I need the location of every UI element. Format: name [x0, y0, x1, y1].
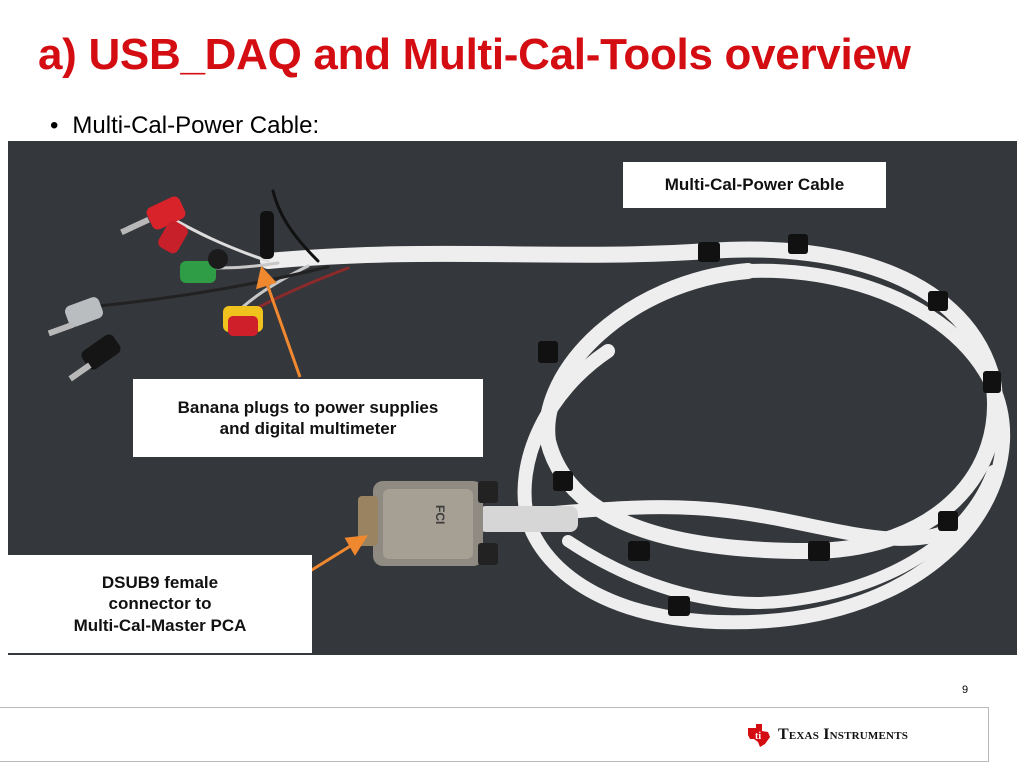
tape-band: [788, 234, 808, 254]
callout-cable-text: Multi-Cal-Power Cable: [664, 175, 845, 195]
cable-illustration: FCI: [47, 189, 1011, 630]
arrow-banana: [264, 280, 302, 378]
bullet-text: Multi-Cal-Power Cable:: [72, 112, 320, 139]
callout-dsub-line3: Multi-Cal-Master PCA: [73, 615, 247, 635]
texas-state-icon: ti: [748, 724, 770, 747]
callout-banana-line1: Banana plugs to power supplies: [177, 397, 439, 417]
banana-plug-grey: [47, 297, 103, 337]
callout-banana-line2: and digital multimeter: [219, 419, 397, 438]
ti-wordmark: Texas Instruments: [778, 726, 909, 743]
banana-plug-red-1: [120, 196, 186, 236]
callout-dsub-line2: connector to: [108, 594, 212, 614]
banana-plug-green: [180, 249, 228, 283]
callout-dsub-connector: DSUB9 female connector to Multi-Cal-Mast…: [8, 555, 312, 653]
arrow-dsub-head: [344, 535, 368, 556]
tape-band: [628, 541, 650, 561]
tape-band: [553, 471, 573, 491]
tape-band: [938, 511, 958, 531]
banana-plug-red-2: [158, 220, 188, 254]
arrow-banana-head: [255, 265, 277, 290]
slide-number: 9: [962, 684, 969, 696]
banana-plug-black-top: [260, 211, 274, 259]
tape-band: [668, 596, 690, 616]
dsub9-connector: [358, 481, 578, 566]
bullet-dot: •: [50, 112, 59, 139]
callout-cable: Multi-Cal-Power Cable: [623, 162, 886, 208]
ti-logo: ti Texas Instruments: [746, 720, 908, 750]
callout-banana-plugs: Banana plugs to power supplies and digit…: [133, 379, 483, 457]
footer-bar: [0, 707, 989, 762]
cable-bundle-outer: [517, 263, 1011, 630]
tape-band: [698, 242, 720, 262]
slide-title: a) USB_DAQ and Multi-Cal-Tools overview: [38, 30, 911, 79]
tape-band: [983, 371, 1001, 393]
banana-plug-yellow-red: [223, 306, 263, 336]
bullet-item: • Multi-Cal-Power Cable:: [50, 112, 319, 140]
connector-marking: FCI: [433, 505, 447, 524]
tape-band: [538, 341, 558, 363]
svg-text:ti: ti: [755, 731, 761, 742]
tape-band: [928, 291, 948, 311]
banana-plug-black: [68, 334, 121, 382]
tape-band: [808, 541, 830, 561]
callout-dsub-line1: DSUB9 female: [101, 573, 219, 593]
